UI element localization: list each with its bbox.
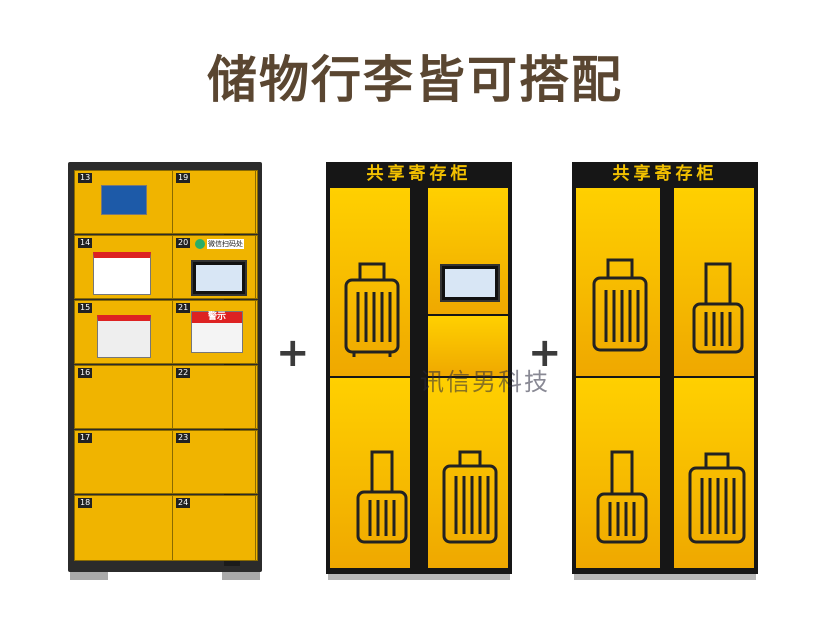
watermark: 讯信男科技: [420, 368, 550, 396]
door-number: 24: [176, 498, 191, 508]
headline: 储物行李皆可搭配: [207, 51, 623, 109]
cabinet-header: 共享寄存柜: [366, 164, 472, 184]
door-number: 17: [78, 433, 93, 443]
locker-door: [428, 316, 508, 376]
door-number: 13: [78, 173, 93, 183]
suitcase-icon: [344, 262, 400, 357]
cabinet-foot: [70, 572, 108, 580]
wechat-icon: [195, 239, 205, 249]
door-number: 20: [176, 238, 191, 248]
suitcase-icon: [356, 450, 408, 544]
door-number: 14: [78, 238, 93, 248]
locker-door: [428, 188, 508, 314]
door-number: 18: [78, 498, 93, 508]
door-number: 15: [78, 303, 93, 313]
door-number: 16: [78, 368, 93, 378]
warning-sticker-title: 警示: [192, 312, 242, 323]
door-number: 21: [176, 303, 191, 313]
cabinet-foot: [222, 572, 260, 580]
locker-door-19: 19: [172, 170, 256, 234]
suitcase-icon: [442, 450, 498, 544]
locker-door-22: 22: [172, 365, 256, 429]
touch-screen: [191, 260, 247, 296]
locker-door: [674, 378, 754, 568]
suitcase-icon: [596, 450, 648, 544]
door-number: 22: [176, 368, 191, 378]
suitcase-icon: [592, 258, 648, 352]
locker-door: [674, 188, 754, 376]
cabinet-base: [328, 574, 510, 580]
plus-sign: +: [276, 330, 310, 376]
cabinet-header: 共享寄存柜: [612, 164, 718, 184]
touch-screen: [440, 264, 500, 302]
locker-door-24: 24: [172, 495, 256, 561]
warning-sticker: 警示: [191, 311, 243, 353]
notice-sticker: [101, 185, 147, 215]
suitcase-icon: [692, 262, 744, 354]
locker-door-20: 20 微信扫码处: [172, 235, 256, 299]
locker-door-13: 13: [74, 170, 220, 234]
notice-sticker: [93, 252, 151, 295]
locker-right-column: 19 20 微信扫码处 21 警示 22 23 24: [172, 170, 256, 569]
suitcase-icon: [688, 452, 746, 544]
locker-door-23: 23: [172, 430, 256, 494]
plus-sign: +: [528, 330, 562, 376]
locker-door-21: 21 警示: [172, 300, 256, 364]
locker-door: [330, 378, 410, 568]
door-number: 19: [176, 173, 191, 183]
notice-sticker: [97, 315, 151, 358]
door-number: 23: [176, 433, 191, 443]
cabinet-base: [574, 574, 756, 580]
scan-label: 微信扫码处: [207, 239, 244, 249]
